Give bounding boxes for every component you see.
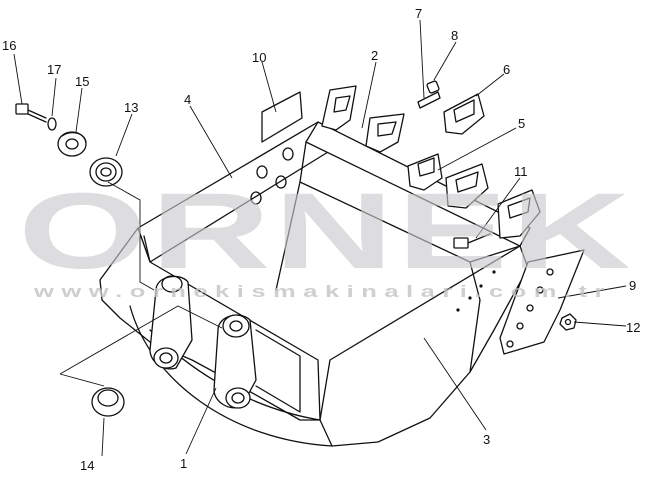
callout-7: 7 xyxy=(415,6,422,21)
callout-5: 5 xyxy=(518,116,525,131)
callout-9: 9 xyxy=(629,278,636,293)
washer-17 xyxy=(47,117,57,131)
wear-strip xyxy=(261,91,303,143)
shim-13 xyxy=(89,157,123,187)
collar-15 xyxy=(57,131,87,157)
side-plate-right xyxy=(319,245,529,447)
nut-12 xyxy=(559,313,577,331)
callout-4: 4 xyxy=(184,92,191,107)
adapter-2 xyxy=(365,113,405,153)
callout-8: 8 xyxy=(451,28,458,43)
side-plate-left xyxy=(99,227,321,421)
callout-6: 6 xyxy=(503,62,510,77)
tooth-adapters xyxy=(321,85,541,239)
callout-16: 16 xyxy=(2,38,16,53)
callout-10: 10 xyxy=(252,50,266,65)
bolt-16 xyxy=(15,103,47,123)
leader-lines xyxy=(13,19,627,457)
callout-3: 3 xyxy=(483,432,490,447)
callout-11: 11 xyxy=(514,164,528,179)
callout-14: 14 xyxy=(80,458,94,473)
callout-12: 12 xyxy=(626,320,640,335)
bucket-body xyxy=(99,91,531,447)
tooth-lock xyxy=(426,80,440,94)
watermark-brand: ORNEK xyxy=(18,170,634,291)
tooth-point xyxy=(443,93,485,135)
bolt-11 xyxy=(453,233,491,249)
side-cutter xyxy=(499,249,585,355)
callout-numbers: 1 2 3 4 5 6 7 8 9 10 11 12 13 14 15 16 1… xyxy=(2,6,640,473)
callout-13: 13 xyxy=(124,100,138,115)
watermark-url: www.ornekismakinalari.com.tr xyxy=(32,282,612,301)
callout-2: 2 xyxy=(371,48,378,63)
bushing-14 xyxy=(91,387,125,417)
callout-17: 17 xyxy=(47,62,61,77)
callout-15: 15 xyxy=(75,74,89,89)
watermark: ORNEK www.ornekismakinalari.com.tr xyxy=(18,170,634,301)
callout-1: 1 xyxy=(180,456,187,471)
tooth-pin xyxy=(417,91,441,109)
adapter-1 xyxy=(321,85,357,131)
